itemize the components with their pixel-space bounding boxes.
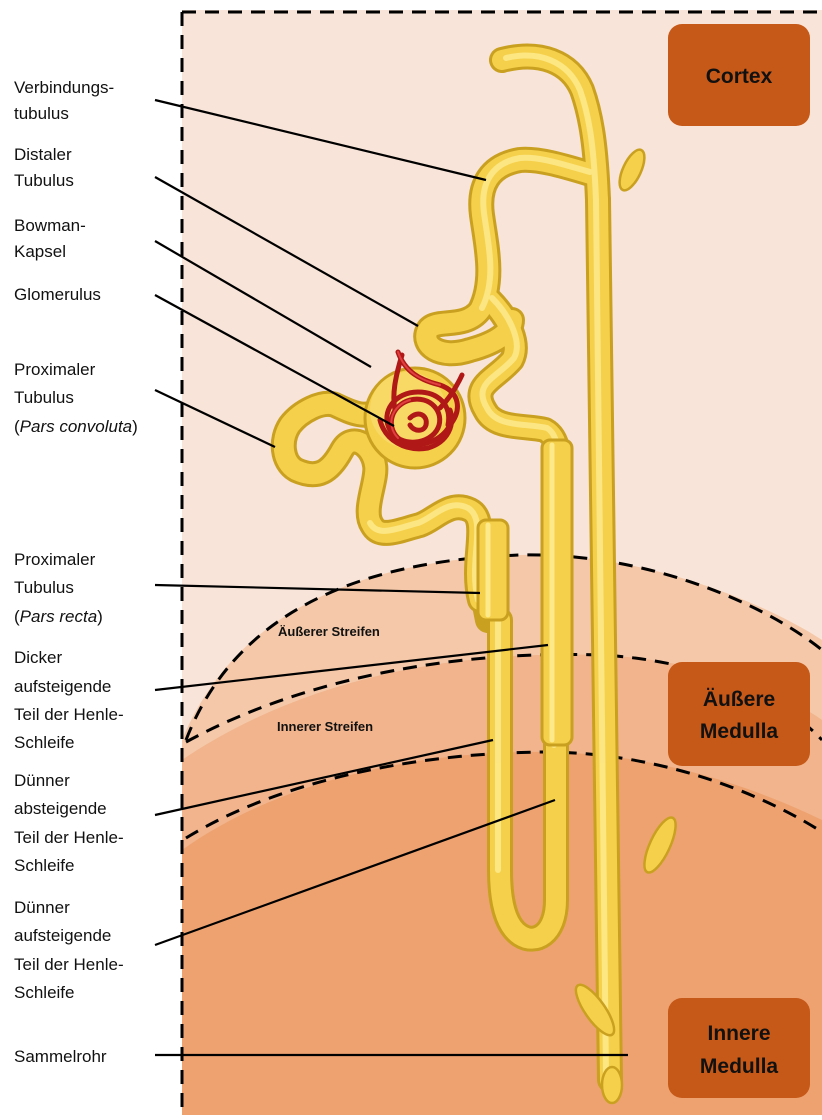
label-thin-desc-3: Teil der Henle-	[14, 828, 124, 847]
label-thick-1: Dicker	[14, 648, 63, 667]
outer-medulla-box: Äußere Medulla	[668, 662, 810, 766]
label-thick-2: aufsteigende	[14, 677, 111, 696]
label-distal-2: Tubulus	[14, 171, 74, 190]
label-thin-asc-2: aufsteigende	[14, 926, 111, 945]
label-pc-2: Tubulus	[14, 388, 74, 407]
inner-medulla-label-2: Medulla	[700, 1055, 778, 1078]
duct-tip	[602, 1067, 622, 1103]
label-pc-3: (Pars convoluta)	[14, 417, 138, 436]
proximal-straight-segment	[478, 520, 508, 620]
thick-ascending-segment	[542, 440, 572, 745]
label-distal-1: Distaler	[14, 145, 72, 164]
label-bowman-2: Kapsel	[14, 242, 66, 261]
label-thin-desc-2: absteigende	[14, 799, 107, 818]
outer-stripe-label: Äußerer Streifen	[278, 624, 380, 639]
label-thin-asc-3: Teil der Henle-	[14, 955, 124, 974]
label-connecting-2: tubulus	[14, 104, 69, 123]
outer-medulla-label-1: Äußere	[703, 688, 775, 711]
inner-medulla-label-1: Innere	[707, 1022, 770, 1045]
label-thick-3: Teil der Henle-	[14, 705, 124, 724]
label-thin-desc-4: Schleife	[14, 856, 74, 875]
label-pr-1: Proximaler	[14, 550, 96, 569]
label-pr-2: Tubulus	[14, 578, 74, 597]
label-thin-desc-1: Dünner	[14, 771, 70, 790]
label-pc-1: Proximaler	[14, 360, 96, 379]
structure-labels: Verbindungs- tubulus Distaler Tubulus Bo…	[14, 78, 138, 1066]
cortex-box-label: Cortex	[706, 65, 773, 88]
label-collecting: Sammelrohr	[14, 1047, 107, 1066]
label-glomerulus: Glomerulus	[14, 285, 101, 304]
inner-stripe-label: Innerer Streifen	[277, 719, 373, 734]
label-pr-3: (Pars recta)	[14, 607, 103, 626]
inner-medulla-box: Innere Medulla	[668, 998, 810, 1098]
label-connecting-1: Verbindungs-	[14, 78, 114, 97]
cortex-box: Cortex	[668, 24, 810, 126]
label-thin-asc-4: Schleife	[14, 983, 74, 1002]
label-thick-4: Schleife	[14, 733, 74, 752]
outer-medulla-label-2: Medulla	[700, 720, 778, 743]
label-thin-asc-1: Dünner	[14, 898, 70, 917]
label-bowman-1: Bowman-	[14, 216, 86, 235]
